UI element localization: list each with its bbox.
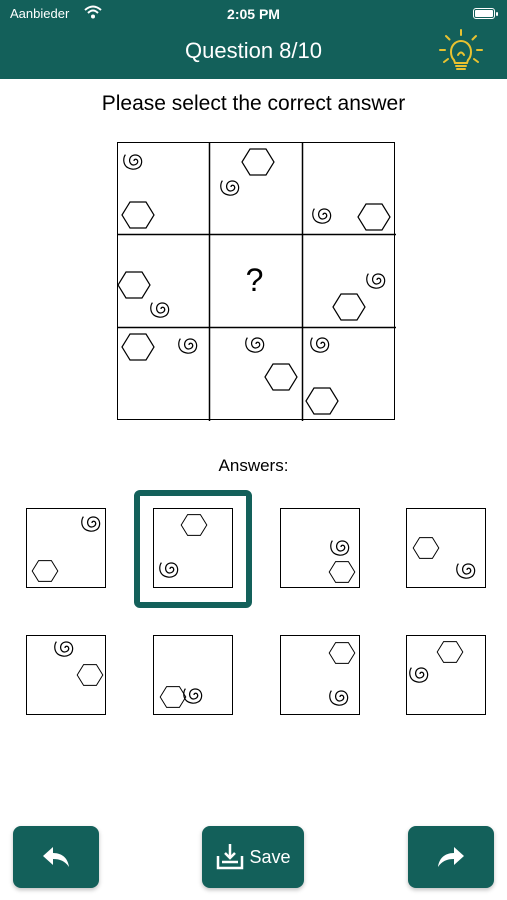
- hexagon-shape: [76, 664, 104, 686]
- hexagon-shape: [357, 203, 391, 231]
- answer-option-7[interactable]: [280, 635, 360, 715]
- answer-option-2[interactable]: [153, 508, 233, 588]
- reply-arrow-icon: [43, 847, 69, 867]
- hexagon-shape: [180, 514, 208, 536]
- hexagon-shape: [159, 686, 187, 708]
- answers-label: Answers:: [218, 456, 289, 475]
- spiral-shape: [123, 154, 143, 170]
- page-title: Question 8/10: [185, 38, 322, 63]
- spiral-shape: [150, 302, 170, 318]
- spiral-shape: [312, 208, 332, 224]
- answer-option-6[interactable]: [153, 635, 233, 715]
- answer-option-1[interactable]: [26, 508, 106, 588]
- top-bar: Aanbieder 2:05 PM Question 8/10: [0, 0, 507, 79]
- spiral-shape: [330, 539, 350, 556]
- hexagon-shape: [328, 561, 356, 583]
- clock: 2:05 PM: [227, 6, 280, 22]
- wifi-icon: [84, 5, 102, 19]
- save-label: Save: [249, 846, 291, 867]
- lightbulb-icon[interactable]: [438, 28, 484, 74]
- hexagon-shape: [436, 641, 464, 663]
- puzzle-grid: [117, 142, 396, 421]
- spiral-shape: [159, 561, 179, 578]
- forward-arrow-icon: [438, 847, 464, 867]
- spiral-shape: [329, 689, 349, 706]
- hexagon-shape: [305, 387, 339, 415]
- spiral-shape: [366, 273, 386, 289]
- hexagon-shape: [121, 333, 155, 361]
- spiral-shape: [54, 640, 74, 657]
- spiral-shape: [220, 180, 240, 196]
- battery-icon: [473, 8, 498, 19]
- question-prompt: Please select the correct answer: [101, 92, 406, 115]
- missing-cell-mark: ?: [245, 262, 264, 298]
- carrier-label: Aanbieder: [10, 6, 70, 21]
- hexagon-shape: [241, 148, 275, 176]
- forward-button[interactable]: [408, 826, 494, 888]
- spiral-shape: [178, 338, 198, 354]
- status-bar: Aanbieder 2:05 PM: [0, 0, 507, 28]
- answer-option-8[interactable]: [406, 635, 486, 715]
- hexagon-shape: [31, 560, 59, 582]
- answer-option-5[interactable]: [26, 635, 106, 715]
- spiral-shape: [245, 337, 265, 353]
- spiral-shape: [456, 562, 476, 579]
- back-button[interactable]: [13, 826, 99, 888]
- spiral-shape: [310, 337, 330, 353]
- answer-option-3[interactable]: [280, 508, 360, 588]
- spiral-shape: [81, 515, 101, 532]
- hexagon-shape: [412, 537, 440, 559]
- hexagon-shape: [328, 642, 356, 664]
- battery-level: [475, 10, 493, 17]
- hexagon-shape: [332, 293, 366, 321]
- save-button[interactable]: Save: [202, 826, 304, 888]
- hexagon-shape: [264, 363, 298, 391]
- spiral-shape: [409, 666, 429, 683]
- hexagon-shape: [118, 271, 151, 299]
- spiral-shape: [183, 687, 203, 704]
- puzzle-grid-drawing: [118, 143, 396, 421]
- save-tray-icon: [217, 844, 244, 870]
- selected-answer-highlight: [134, 490, 252, 608]
- hexagon-shape: [121, 201, 155, 229]
- answer-option-4[interactable]: [406, 508, 486, 588]
